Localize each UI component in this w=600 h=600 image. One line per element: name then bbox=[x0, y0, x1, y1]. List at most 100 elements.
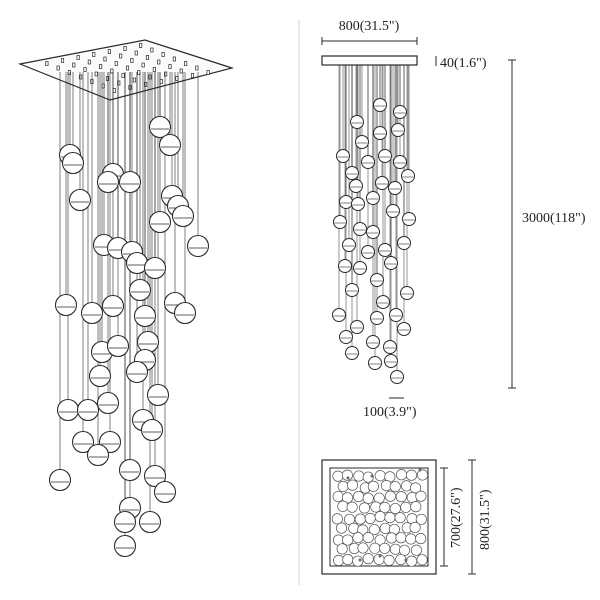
canopy bbox=[321, 55, 418, 66]
top-ball bbox=[333, 554, 345, 566]
stud bbox=[56, 65, 60, 71]
front-ball bbox=[378, 149, 392, 163]
front-ball bbox=[349, 179, 363, 193]
stud bbox=[137, 70, 141, 75]
top-stud bbox=[346, 476, 350, 480]
top-ball bbox=[384, 512, 396, 524]
stud bbox=[45, 61, 49, 66]
top-ball bbox=[410, 544, 422, 556]
front-ball bbox=[389, 308, 403, 322]
glass-ball bbox=[186, 234, 210, 258]
top-ball bbox=[389, 481, 401, 493]
glass-ball bbox=[143, 256, 167, 280]
stud bbox=[157, 59, 161, 65]
top-ball bbox=[416, 469, 429, 481]
stud bbox=[206, 70, 210, 75]
glass-ball bbox=[136, 330, 160, 354]
front-ball bbox=[342, 238, 356, 252]
top-ball bbox=[332, 470, 344, 482]
front-ball bbox=[370, 311, 384, 325]
stud bbox=[112, 88, 116, 93]
glass-ball bbox=[118, 170, 142, 194]
glass-ball bbox=[158, 133, 182, 157]
glass-ball bbox=[80, 301, 104, 325]
glass-ball bbox=[61, 151, 85, 175]
top-ball bbox=[341, 492, 354, 504]
top-ball bbox=[364, 512, 376, 524]
front-ball bbox=[350, 115, 364, 129]
stud bbox=[168, 64, 172, 69]
front-ball bbox=[368, 356, 382, 370]
glass-ball bbox=[56, 398, 80, 422]
stud bbox=[110, 68, 114, 74]
inner-square-label: 700(27.6") bbox=[449, 487, 464, 548]
stud bbox=[179, 68, 183, 74]
stud bbox=[152, 67, 156, 72]
stud bbox=[139, 43, 143, 48]
front-ball bbox=[345, 283, 359, 297]
stud bbox=[141, 62, 145, 68]
glass-ball bbox=[133, 304, 157, 328]
top-ball bbox=[405, 533, 417, 545]
top-ball bbox=[362, 492, 374, 504]
front-ball bbox=[345, 166, 359, 180]
glass-ball bbox=[140, 418, 164, 442]
top-ball bbox=[395, 469, 408, 481]
top-ball bbox=[336, 543, 348, 555]
top-ball bbox=[384, 490, 396, 502]
top-ball bbox=[385, 532, 398, 544]
total-height-label: 3000(118") bbox=[522, 211, 586, 226]
front-ball bbox=[400, 286, 414, 300]
glass-ball bbox=[106, 334, 130, 358]
top-ball bbox=[348, 522, 360, 534]
perspective-view bbox=[17, 39, 235, 558]
top-ball bbox=[346, 479, 359, 491]
stud bbox=[184, 61, 188, 66]
glass-ball bbox=[54, 293, 78, 317]
glass-ball bbox=[148, 210, 172, 234]
top-ball bbox=[383, 554, 395, 566]
glass-ball bbox=[118, 458, 142, 482]
stud bbox=[79, 74, 83, 80]
stud bbox=[145, 55, 150, 60]
front-ball bbox=[384, 256, 398, 270]
stud bbox=[72, 62, 76, 68]
front-ball bbox=[366, 225, 380, 239]
stud bbox=[99, 64, 103, 69]
front-view: 800(31.5") 40(1.6") 3000(118") 100(3.9") bbox=[321, 19, 586, 420]
canopy-height-label: 40(1.6") bbox=[440, 56, 487, 71]
glass-ball bbox=[146, 383, 170, 407]
top-ball bbox=[410, 501, 422, 513]
front-ball bbox=[388, 181, 402, 195]
glass-ball bbox=[71, 430, 95, 454]
glass-balls bbox=[48, 115, 210, 558]
glass-ball bbox=[68, 188, 92, 212]
top-ball bbox=[367, 480, 379, 492]
top-ball bbox=[395, 554, 407, 566]
top-ball bbox=[337, 500, 349, 512]
top-stud bbox=[370, 474, 374, 478]
front-ball bbox=[393, 155, 407, 169]
top-stud bbox=[404, 558, 408, 562]
stud bbox=[144, 82, 148, 87]
front-ball bbox=[397, 322, 411, 336]
stud bbox=[161, 52, 165, 57]
front-ball bbox=[393, 105, 407, 119]
glass-ball bbox=[96, 391, 120, 415]
stud bbox=[190, 73, 195, 78]
top-ball bbox=[362, 471, 374, 483]
stud bbox=[119, 53, 123, 59]
top-ball bbox=[395, 532, 407, 544]
glass-ball bbox=[138, 510, 162, 534]
top-ball bbox=[369, 542, 381, 554]
glass-ball bbox=[96, 170, 120, 194]
stud bbox=[60, 58, 65, 63]
top-ball bbox=[342, 554, 354, 566]
front-ball bbox=[361, 155, 375, 169]
top-ball bbox=[374, 511, 386, 523]
front-ball bbox=[373, 126, 387, 140]
front-ball bbox=[375, 176, 389, 190]
top-stud bbox=[358, 558, 362, 562]
top-ball bbox=[400, 480, 413, 492]
stud bbox=[123, 46, 127, 51]
